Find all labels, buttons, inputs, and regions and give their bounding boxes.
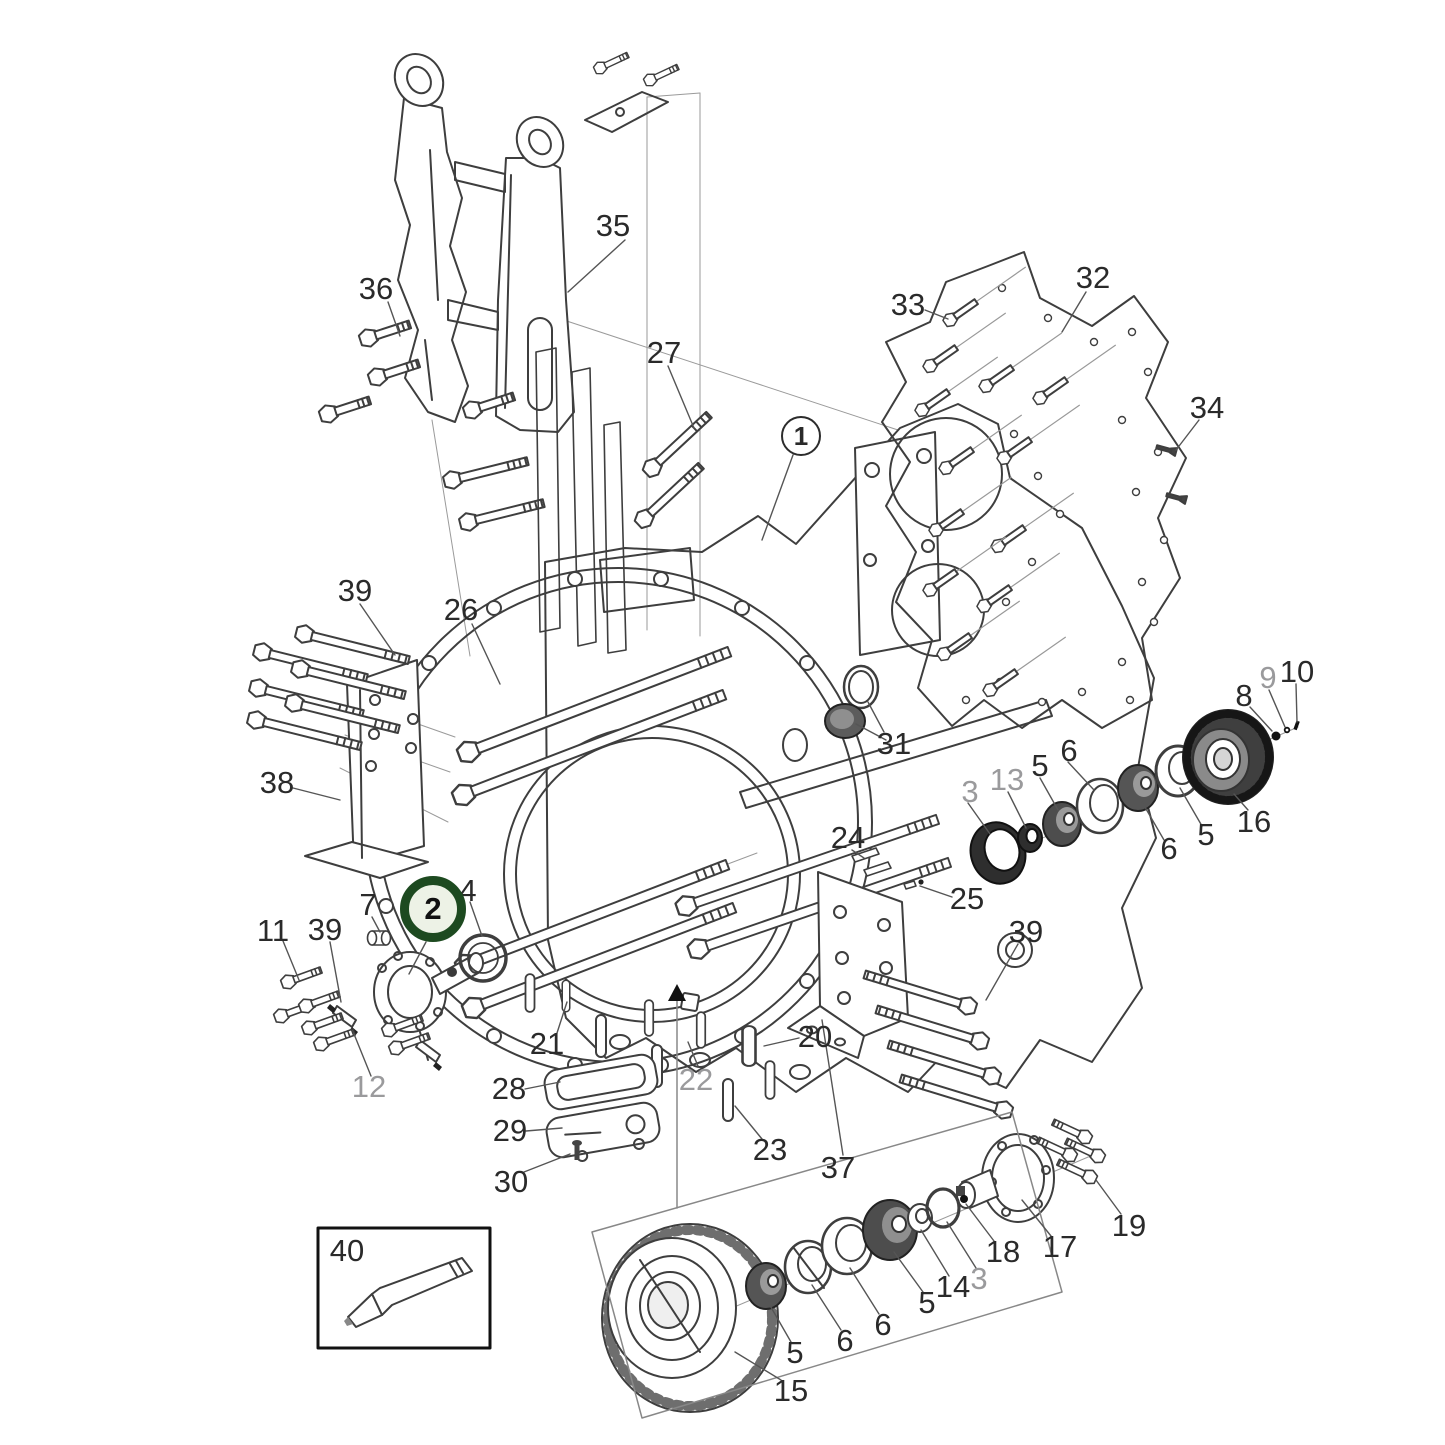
- leader-lines: [282, 239, 1298, 1381]
- callout-5-43[interactable]: 5: [918, 1285, 936, 1320]
- engine-mount-bracket-35: [393, 45, 680, 433]
- callout-27-2[interactable]: 27: [646, 335, 682, 370]
- plug-7: [366, 930, 392, 946]
- callout-7-23[interactable]: 7: [359, 887, 377, 922]
- callout-18-40[interactable]: 18: [985, 1234, 1021, 1269]
- callout-36-1[interactable]: 36: [358, 271, 394, 306]
- callout-30-35[interactable]: 30: [493, 1164, 529, 1199]
- coupler-assembly-2: [327, 951, 484, 1071]
- callout-10-17[interactable]: 10: [1279, 654, 1315, 689]
- callout-1-6[interactable]: 1: [781, 416, 821, 456]
- callout-3-41[interactable]: 3: [970, 1261, 988, 1296]
- o-ring-4: [458, 933, 508, 983]
- callout-17-39[interactable]: 17: [1042, 1229, 1078, 1264]
- selected-part-marker[interactable]: 2: [400, 876, 466, 942]
- callout-13-12[interactable]: 13: [989, 762, 1025, 797]
- callout-31-10[interactable]: 31: [876, 726, 912, 761]
- callout-25-22[interactable]: 25: [949, 881, 985, 916]
- position-arrow: [668, 984, 686, 1001]
- callout-39-28[interactable]: 39: [1008, 914, 1044, 949]
- callout-5-19[interactable]: 5: [1197, 817, 1215, 852]
- timing-gasket-32: [881, 251, 1187, 729]
- callout-39-7[interactable]: 39: [337, 573, 373, 608]
- gear-15: [601, 1223, 779, 1413]
- callout-26-8[interactable]: 26: [443, 592, 479, 627]
- callout-39-27[interactable]: 39: [307, 912, 343, 947]
- callout-11-26[interactable]: 11: [256, 913, 290, 948]
- sealant-box-40: [316, 1226, 492, 1350]
- support-bracket-38: [304, 659, 429, 879]
- callout-35-0[interactable]: 35: [595, 208, 631, 243]
- callout-37-37[interactable]: 37: [820, 1150, 856, 1185]
- cover-plates-28-29: [543, 1053, 661, 1163]
- callout-6-44[interactable]: 6: [874, 1307, 892, 1342]
- shim-strips: [535, 347, 627, 654]
- callout-15-47[interactable]: 15: [773, 1373, 809, 1408]
- callout-14-42[interactable]: 14: [935, 1269, 971, 1304]
- callout-6-14[interactable]: 6: [1060, 733, 1078, 768]
- callout-21-30[interactable]: 21: [529, 1026, 565, 1061]
- callout-19-38[interactable]: 19: [1111, 1208, 1147, 1243]
- callout-16-18[interactable]: 16: [1236, 804, 1272, 839]
- callout-6-45[interactable]: 6: [836, 1323, 854, 1358]
- callout-34-5[interactable]: 34: [1189, 390, 1225, 425]
- callout-32-3[interactable]: 32: [1075, 260, 1111, 295]
- callout-12-29[interactable]: 12: [351, 1069, 387, 1104]
- callout-8-15[interactable]: 8: [1235, 678, 1253, 713]
- callout-33-4[interactable]: 33: [890, 287, 926, 322]
- callout-9-16[interactable]: 9: [1259, 660, 1277, 695]
- support-bracket-37: [787, 871, 909, 1059]
- bearing-stack-bottom: [745, 1187, 968, 1310]
- callout-23-36[interactable]: 23: [752, 1132, 788, 1167]
- screw-30: [572, 1140, 582, 1160]
- callout-5-46[interactable]: 5: [786, 1335, 804, 1370]
- callout-5-13[interactable]: 5: [1031, 748, 1049, 783]
- group-frame: [591, 1000, 1063, 1419]
- callout-22-32[interactable]: 22: [678, 1062, 714, 1097]
- callout-40-48[interactable]: 40: [329, 1233, 365, 1268]
- callout-38-9[interactable]: 38: [259, 765, 295, 800]
- callout-24-21[interactable]: 24: [830, 820, 866, 855]
- callout-29-34[interactable]: 29: [492, 1113, 528, 1148]
- callout-28-33[interactable]: 28: [491, 1071, 527, 1106]
- cup-plugs-31: [824, 664, 880, 739]
- pins-24-25: [851, 847, 924, 890]
- callout-3-11[interactable]: 3: [961, 774, 979, 809]
- small-parts-8-9-10: [1271, 720, 1300, 741]
- bearing-stack-right: [969, 744, 1202, 885]
- callout-20-31[interactable]: 20: [797, 1019, 833, 1054]
- idler-gear-16: [1182, 709, 1274, 805]
- callout-6-20[interactable]: 6: [1160, 831, 1178, 866]
